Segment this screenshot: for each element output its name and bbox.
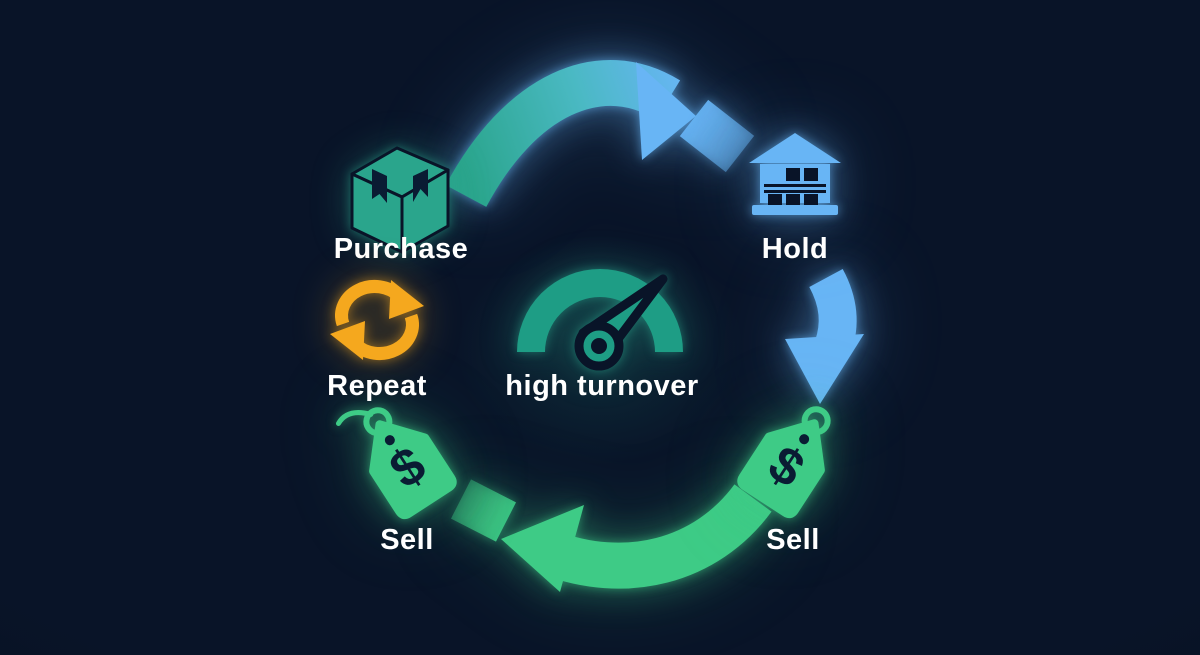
arrow-shaft (539, 483, 772, 589)
cycle-arrows-icon (330, 279, 424, 361)
price-tag-icon: $ (737, 406, 831, 519)
arrow-shaft (445, 60, 681, 208)
arrow-purchase-to-hold (445, 60, 755, 208)
warehouse-window (768, 194, 782, 205)
gauge-hub-hole (591, 338, 607, 354)
gauge-icon (517, 269, 683, 371)
hold-label: Hold (761, 233, 829, 265)
purchase-label: Purchase (333, 233, 469, 265)
warehouse-roof (749, 133, 841, 163)
price-tag-icon: $ (335, 407, 457, 520)
center-label: high turnover (505, 370, 699, 402)
warehouse-icon (749, 133, 841, 215)
warehouse-window (804, 194, 818, 205)
warehouse-ledge-line (764, 190, 826, 193)
arrow-shaft (809, 268, 857, 354)
repeat-label: Repeat (327, 370, 427, 402)
sell-right-label: Sell (766, 524, 820, 556)
arrow-tail-segment (679, 99, 755, 173)
warehouse-window (804, 168, 818, 181)
arrowhead (636, 62, 696, 160)
sell-left-label: Sell (380, 524, 434, 556)
arrowhead (501, 505, 584, 592)
arrow-sell-to-sell (450, 479, 772, 592)
warehouse-window (786, 168, 800, 181)
warehouse-base (752, 205, 838, 215)
warehouse-ledge-line (764, 184, 826, 187)
warehouse-window (786, 194, 800, 205)
